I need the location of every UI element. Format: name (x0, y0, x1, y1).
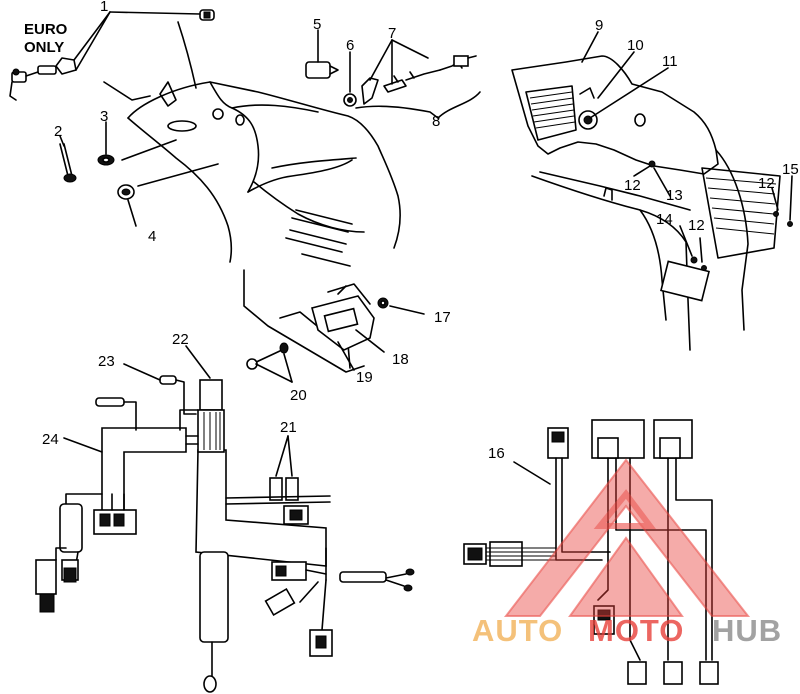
callout-19: 19 (356, 369, 373, 386)
callout-21: 21 (280, 419, 297, 436)
callout-12c: 12 (758, 175, 775, 192)
callout-4: 4 (148, 228, 156, 245)
callout-2: 2 (54, 123, 62, 140)
callout-7: 7 (388, 25, 396, 42)
callout-8: 8 (432, 113, 440, 130)
regulator-bracket (243, 269, 389, 373)
euro-only-note-line1: EURO (24, 21, 68, 38)
callout-11: 11 (662, 53, 678, 70)
callout-10: 10 (627, 37, 644, 54)
watermark-word-auto: AUTO (472, 613, 563, 648)
watermark-word-hub: HUB (712, 613, 782, 648)
leader-lines (59, 11, 793, 485)
callout-14: 14 (656, 211, 673, 228)
euro-only-note-line2: ONLY (24, 39, 64, 56)
switch-knob-part (305, 61, 357, 107)
callout-13: 13 (666, 187, 683, 204)
callout-12a: 12 (624, 177, 641, 194)
hood-assembly (103, 21, 401, 267)
callout-16: 16 (488, 445, 505, 462)
watermark-logo: AUTO MOTO HUB (472, 458, 782, 648)
callout-20: 20 (290, 387, 307, 404)
callout-17: 17 (434, 309, 451, 326)
callout-labels: EURO ONLY 1 2 3 4 5 6 7 8 9 10 11 12 13 … (24, 0, 799, 462)
callout-6: 6 (346, 37, 354, 54)
callout-5: 5 (313, 16, 321, 33)
callout-3: 3 (100, 108, 108, 125)
callout-12b: 12 (688, 217, 705, 234)
watermark-word-moto: MOTO (588, 613, 684, 648)
key-switch-part (9, 9, 215, 101)
callout-15: 15 (782, 161, 799, 178)
callout-18: 18 (392, 351, 409, 368)
fastener-parts (59, 143, 135, 200)
harness-16 (463, 419, 719, 685)
callout-22: 22 (172, 331, 189, 348)
linkage-part (361, 55, 477, 105)
side-panel-assembly (511, 55, 793, 351)
callout-1: 1 (100, 0, 108, 15)
watermark-triangle-mark (503, 458, 751, 617)
callout-23: 23 (98, 353, 115, 370)
main-wiring-harness (35, 375, 415, 693)
callout-9: 9 (595, 17, 603, 34)
callout-24: 24 (42, 431, 59, 448)
